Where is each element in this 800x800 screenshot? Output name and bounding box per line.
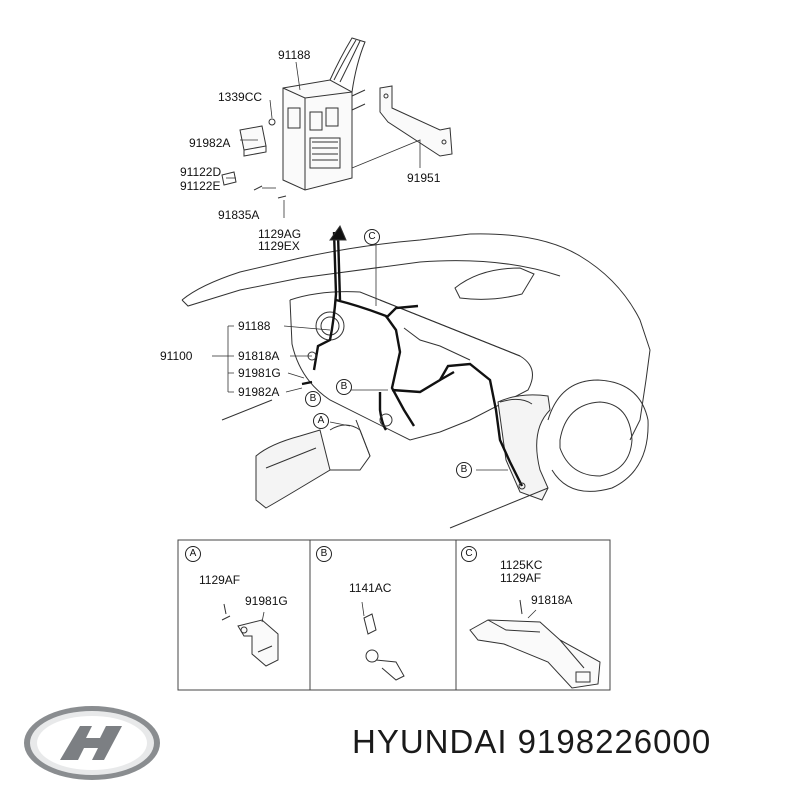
wiring-harness [301,231,524,487]
label-91982a-top: 91982A [189,136,231,150]
detail-panels-frame [177,539,611,691]
label-91122e: 91122E [180,179,221,193]
callout-b-3: B [456,462,472,478]
label-91100: 91100 [160,349,193,363]
label-91188-top: 91188 [278,48,311,62]
ground-terminal [379,413,393,427]
label-91818a-mid: 91818A [238,349,280,363]
detail-c-part [469,599,601,689]
bolt-91835A [253,185,263,191]
label-91188-mid: 91188 [238,319,271,333]
callout-a: A [313,413,329,429]
callout-c: C [364,229,380,245]
detail-c-callout: C [461,546,477,562]
junction-block-drawing [282,37,366,191]
label-1129ex: 1129EX [258,239,300,253]
connector-end [518,482,526,490]
label-91982a-mid: 91982A [238,385,280,399]
detail-a-part [221,603,279,667]
label-91122d: 91122D [180,165,222,179]
relay-91982A [239,125,267,157]
label-91835a: 91835A [218,208,260,222]
bolt-1129AG [277,195,287,199]
label-91951: 91951 [407,171,441,185]
callout-b-1: B [336,379,352,395]
detail-b-part [361,601,405,681]
dashboard-drawing [181,233,651,529]
hyundai-logo-icon [24,706,160,780]
harness-arrow [329,224,347,241]
label-1339cc: 1339CC [218,90,263,104]
detail-a-callout: A [185,546,201,562]
nut-1339CC [268,118,276,126]
brand-part-number: HYUNDAI 9198226000 [352,723,712,760]
callout-b-2: B [305,391,321,407]
bracket-91951 [379,85,453,157]
label-1129ag: 1129AG [258,227,302,241]
detail-b-label-1141ac: 1141AC [349,581,392,595]
detail-a-label-1129af: 1129AF [199,573,241,587]
detail-c-label-91818a: 91818A [531,593,573,607]
clip-91122D [221,171,237,186]
detail-b-callout: B [316,546,332,562]
label-91981g-mid: 91981G [238,366,281,380]
detail-a-label-91981g: 91981G [245,594,288,608]
detail-c-label-1129af: 1129AF [500,571,542,585]
detail-c-label-1125kc: 1125KC [500,558,543,572]
